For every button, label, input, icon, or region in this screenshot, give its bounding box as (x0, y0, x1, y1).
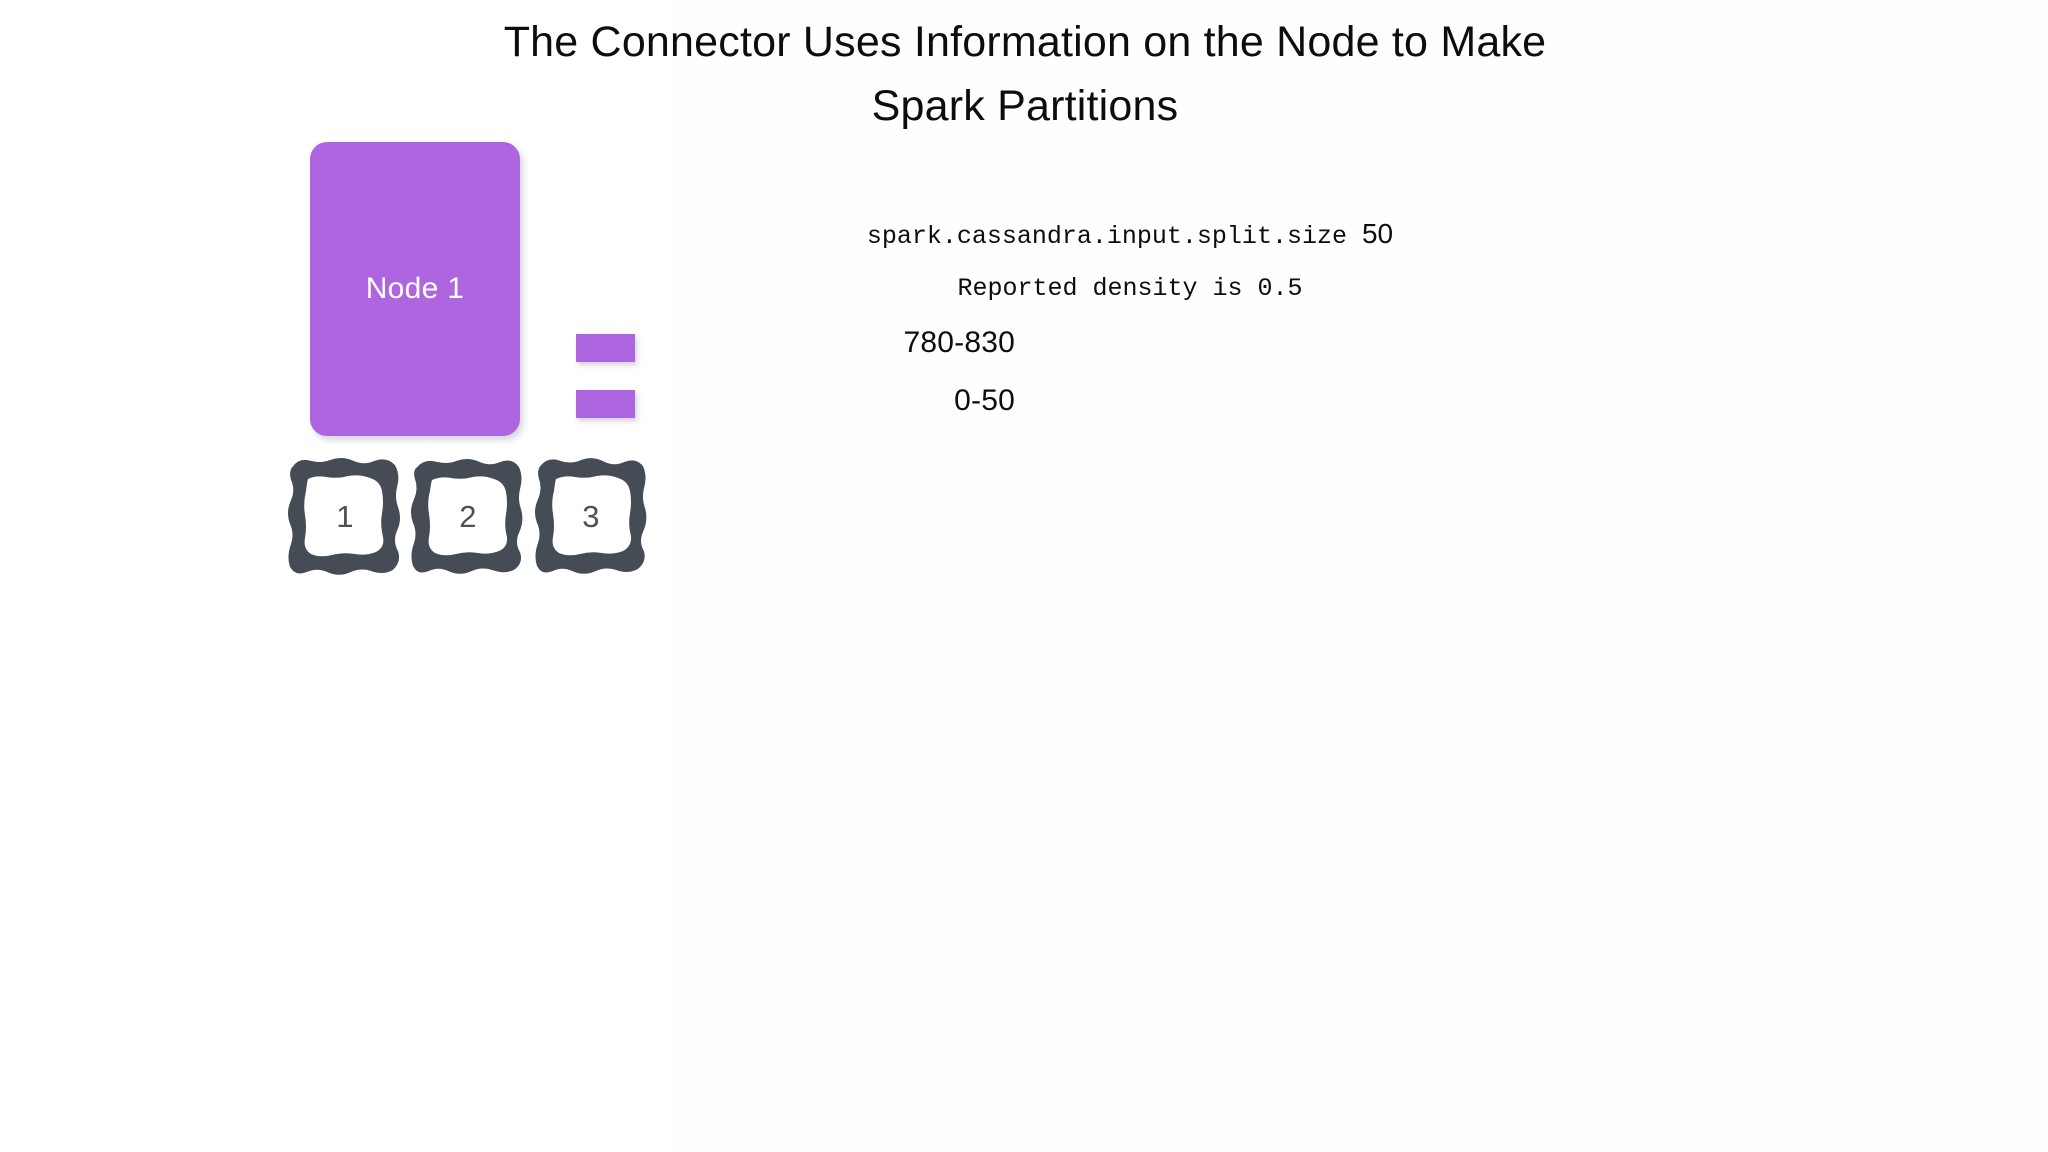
rough-square-frame-icon (288, 458, 400, 575)
spark-partition-3: 3 (532, 455, 650, 578)
cassandra-node-label: Node 1 (365, 272, 465, 305)
rough-square-frame-icon (535, 458, 647, 574)
spark-partition-1-label: 1 (336, 498, 354, 534)
spark-partition-1: 1 (286, 455, 404, 578)
cassandra-node-block: Node 1 (310, 142, 520, 436)
page-title: The Connector Uses Information on the No… (503, 18, 1547, 130)
spark-partition-group: 1 2 3 (286, 455, 650, 578)
split-size-setting-line: spark.cassandra.input.split.size 50 (680, 218, 1580, 251)
reported-density-line: Reported density is 0.5 (957, 274, 1303, 303)
token-range-label-lower: 0-50 (954, 384, 1015, 417)
token-range-label-upper: 780-830 (903, 326, 1015, 359)
split-size-setting-value: 50 (1361, 218, 1394, 249)
slide-right-panel-edge (672, 0, 2048, 1152)
spark-partition-2: 2 (409, 455, 527, 578)
token-range-bar-upper (576, 334, 635, 362)
token-range-bar-lower (576, 390, 635, 418)
spark-partition-2-label: 2 (459, 498, 477, 534)
split-size-setting-name: spark.cassandra.input.split.size (866, 222, 1347, 251)
spark-partition-3-label: 3 (582, 498, 600, 534)
rough-square-frame-icon (411, 459, 523, 574)
